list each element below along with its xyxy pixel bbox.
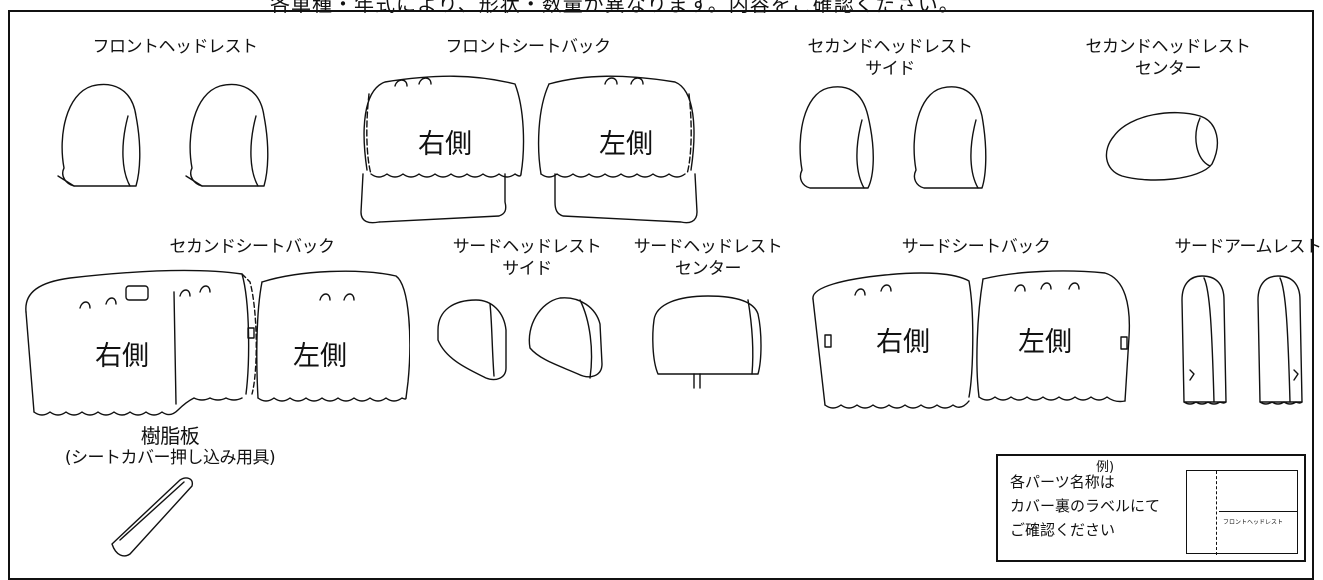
label-front-headrest: フロントヘッドレスト [92, 37, 259, 57]
label-line: セカンドヘッドレスト [1085, 37, 1252, 57]
label-line: サイド [502, 259, 552, 279]
second-seatback-illustration [25, 269, 410, 416]
third-armrest-illustration [1181, 275, 1303, 405]
label-front-seatback: フロントシートバック [445, 37, 612, 57]
label-second-seatback: セカンドシートバック [169, 237, 336, 257]
front-left-side-label: 左側 [599, 129, 653, 160]
label-line: (シートカバー押し込み用具) [64, 448, 276, 468]
front-right-side-label: 右側 [418, 129, 472, 160]
legend-line: カバー裏のラベルにて [1010, 497, 1161, 515]
third-headrest-side-illustration [437, 297, 603, 381]
label-second-headrest-center: セカンドヘッドレスト センター [1085, 36, 1252, 80]
second-left-side-label: 左側 [293, 341, 347, 372]
third-seatback-illustration [812, 270, 1131, 409]
label-line: 樹脂板 [140, 424, 200, 448]
label-second-headrest-side: セカンドヘッドレスト サイド [807, 36, 974, 80]
label-third-seatback: サードシートバック [901, 237, 1051, 257]
legend-line: ご確認ください [1010, 521, 1116, 539]
legend-text: 各パーツ名称は カバー裏のラベルにて ご確認ください [1010, 470, 1160, 542]
resin-plate-illustration [111, 477, 194, 557]
label-line: サードヘッドレスト [452, 237, 602, 257]
legend-box: 各パーツ名称は カバー裏のラベルにて ご確認ください 例) フロントヘッドレスト [996, 454, 1306, 562]
label-line: セカンドヘッドレスト [807, 37, 974, 57]
label-third-headrest-side: サードヘッドレスト サイド [453, 236, 602, 280]
label-resin-plate: 樹脂板 (シートカバー押し込み用具) [64, 424, 276, 469]
front-headrest-illustration [57, 83, 269, 187]
label-line: センター [1135, 59, 1202, 79]
third-left-side-label: 左側 [1018, 327, 1072, 358]
label-line: サードヘッドレスト [633, 237, 783, 257]
label-line: センター [675, 259, 741, 279]
label-example-diagram: フロントヘッドレスト [1186, 470, 1298, 555]
second-right-side-label: 右側 [95, 341, 149, 372]
page-header-cut: 各車種・年式により、形状・数量が異なります。内容をご確認ください。 [270, 0, 960, 16]
example-tag-text: フロントヘッドレスト [1223, 519, 1284, 526]
second-headrest-center-illustration [1105, 111, 1219, 181]
front-seatback-illustration [360, 75, 698, 224]
third-right-side-label: 右側 [876, 327, 930, 358]
third-headrest-center-illustration [652, 295, 762, 389]
label-line: サイド [865, 59, 915, 79]
legend-line: 各パーツ名称は [1010, 473, 1115, 491]
legend-example-label: 例) [1096, 460, 1115, 475]
example-dashed-line [1216, 471, 1217, 555]
label-third-armrest: サードアームレスト [1174, 237, 1322, 257]
example-underline [1219, 511, 1297, 512]
label-third-headrest-center: サードヘッドレスト センター [634, 236, 783, 280]
second-headrest-side-illustration [799, 86, 987, 189]
